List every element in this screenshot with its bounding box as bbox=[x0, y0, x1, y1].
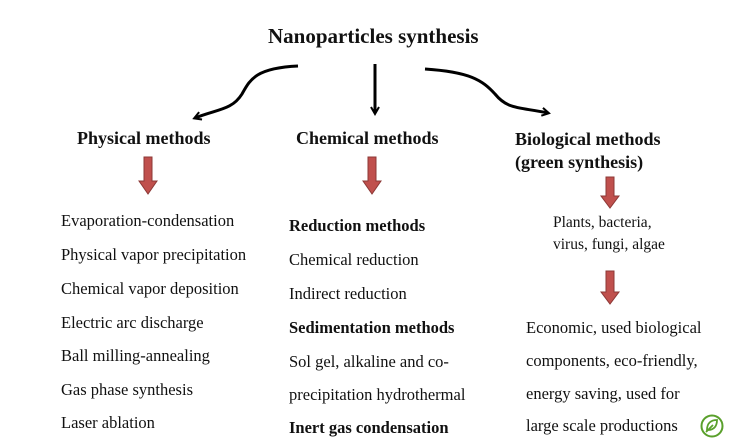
biological-sources: Plants, bacteria, virus, fungi, algae bbox=[553, 212, 665, 256]
biological-benefit: energy saving, used for bbox=[526, 384, 680, 403]
physical-item: Gas phase synthesis bbox=[61, 380, 193, 399]
chemical-subheading: Reduction methods bbox=[289, 216, 426, 235]
physical-item: Evaporation-condensation bbox=[61, 211, 235, 230]
chemical-item: Sol gel, alkaline and co- bbox=[289, 352, 449, 371]
chemical-down-arrow-icon bbox=[362, 156, 382, 195]
chemical-item: precipitation hydrothermal bbox=[289, 385, 466, 404]
biological-down-arrow-icon bbox=[600, 176, 620, 209]
arrow-to-physical bbox=[195, 64, 299, 118]
physical-item: Ball milling-annealing bbox=[61, 346, 210, 365]
physical-item: Laser ablation bbox=[61, 413, 155, 432]
arrow-to-biological bbox=[424, 67, 548, 113]
physical-down-arrow-icon bbox=[138, 156, 158, 195]
biological-methods-heading: Biological methods (green synthesis) bbox=[515, 128, 661, 174]
biological-benefits-arrow-icon bbox=[600, 270, 620, 305]
biological-heading-line: (green synthesis) bbox=[515, 152, 644, 172]
biological-benefit: components, eco-friendly, bbox=[526, 351, 698, 370]
physical-methods-heading: Physical methods bbox=[77, 128, 211, 148]
biological-sources-line: Plants, bacteria, bbox=[553, 214, 652, 231]
physical-item: Physical vapor precipitation bbox=[61, 245, 247, 264]
diagram-title: Nanoparticles synthesis bbox=[268, 24, 479, 48]
biological-sources-line: virus, fungi, algae bbox=[553, 236, 665, 253]
physical-item: Chemical vapor deposition bbox=[61, 279, 239, 298]
chemical-item: Indirect reduction bbox=[289, 284, 407, 303]
biological-benefit: large scale productions bbox=[526, 416, 678, 435]
biological-benefit: Economic, used biological bbox=[526, 318, 702, 337]
leaf-icon bbox=[700, 414, 724, 438]
chemical-subheading: Sedimentation methods bbox=[289, 318, 455, 337]
chemical-methods-heading: Chemical methods bbox=[296, 128, 439, 148]
biological-heading-line: Biological methods bbox=[515, 129, 661, 149]
chemical-subheading: Inert gas condensation bbox=[289, 418, 449, 437]
physical-item: Electric arc discharge bbox=[61, 313, 204, 332]
chemical-item: Chemical reduction bbox=[289, 250, 419, 269]
